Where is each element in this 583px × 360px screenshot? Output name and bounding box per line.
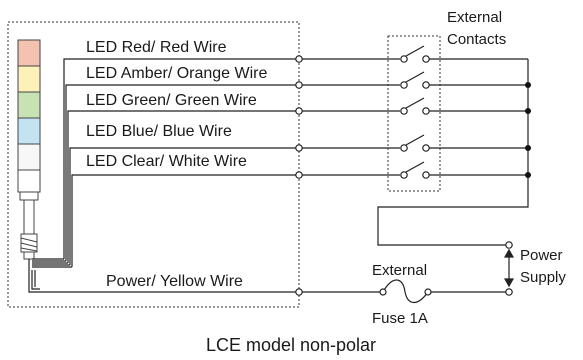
- bus-junctions: [525, 82, 531, 178]
- diagram-caption: LCE model non-polar: [206, 335, 376, 355]
- tower-segment-clear: [17, 143, 41, 171]
- tower-segment-green: [17, 91, 41, 119]
- device-boundary: [7, 21, 300, 308]
- device-terminals: [295, 55, 303, 296]
- tower-segment-blue: [17, 117, 41, 145]
- tower-segment-red: [17, 39, 41, 67]
- contacts-label-line2: Contacts: [447, 31, 506, 48]
- wire-label-green: LED Green/ Green Wire: [86, 92, 257, 109]
- contacts-label-line1: External: [447, 9, 502, 26]
- signal-tower: [17, 39, 41, 260]
- contacts-boundary: [387, 35, 441, 192]
- supply-arrow: [503, 248, 515, 288]
- led-wires: [28, 58, 297, 293]
- tower-collar: [19, 191, 39, 201]
- fuse-label-top: External: [372, 262, 427, 279]
- tower-base-cap: [17, 169, 41, 193]
- supply-terminals: [505, 241, 513, 296]
- wire-label-red: LED Red/ Red Wire: [86, 39, 227, 56]
- supply-label-line1: Power: [520, 247, 563, 264]
- power-line: [302, 279, 506, 304]
- fuse-label-bottom: Fuse 1A: [372, 310, 428, 327]
- tower-segment-amber: [17, 65, 41, 93]
- wire-label-clear: LED Clear/ White Wire: [86, 153, 247, 170]
- wire-label-amber: LED Amber/ Orange Wire: [86, 65, 268, 82]
- wire-label-blue: LED Blue/ Blue Wire: [86, 123, 232, 140]
- tower-pole: [23, 199, 35, 235]
- wire-label-power: Power/ Yellow Wire: [106, 273, 243, 290]
- fuse-symbol: [382, 279, 429, 304]
- supply-label-line2: Supply: [520, 269, 566, 286]
- common-bus: [377, 58, 529, 246]
- contact-switches: [400, 45, 430, 179]
